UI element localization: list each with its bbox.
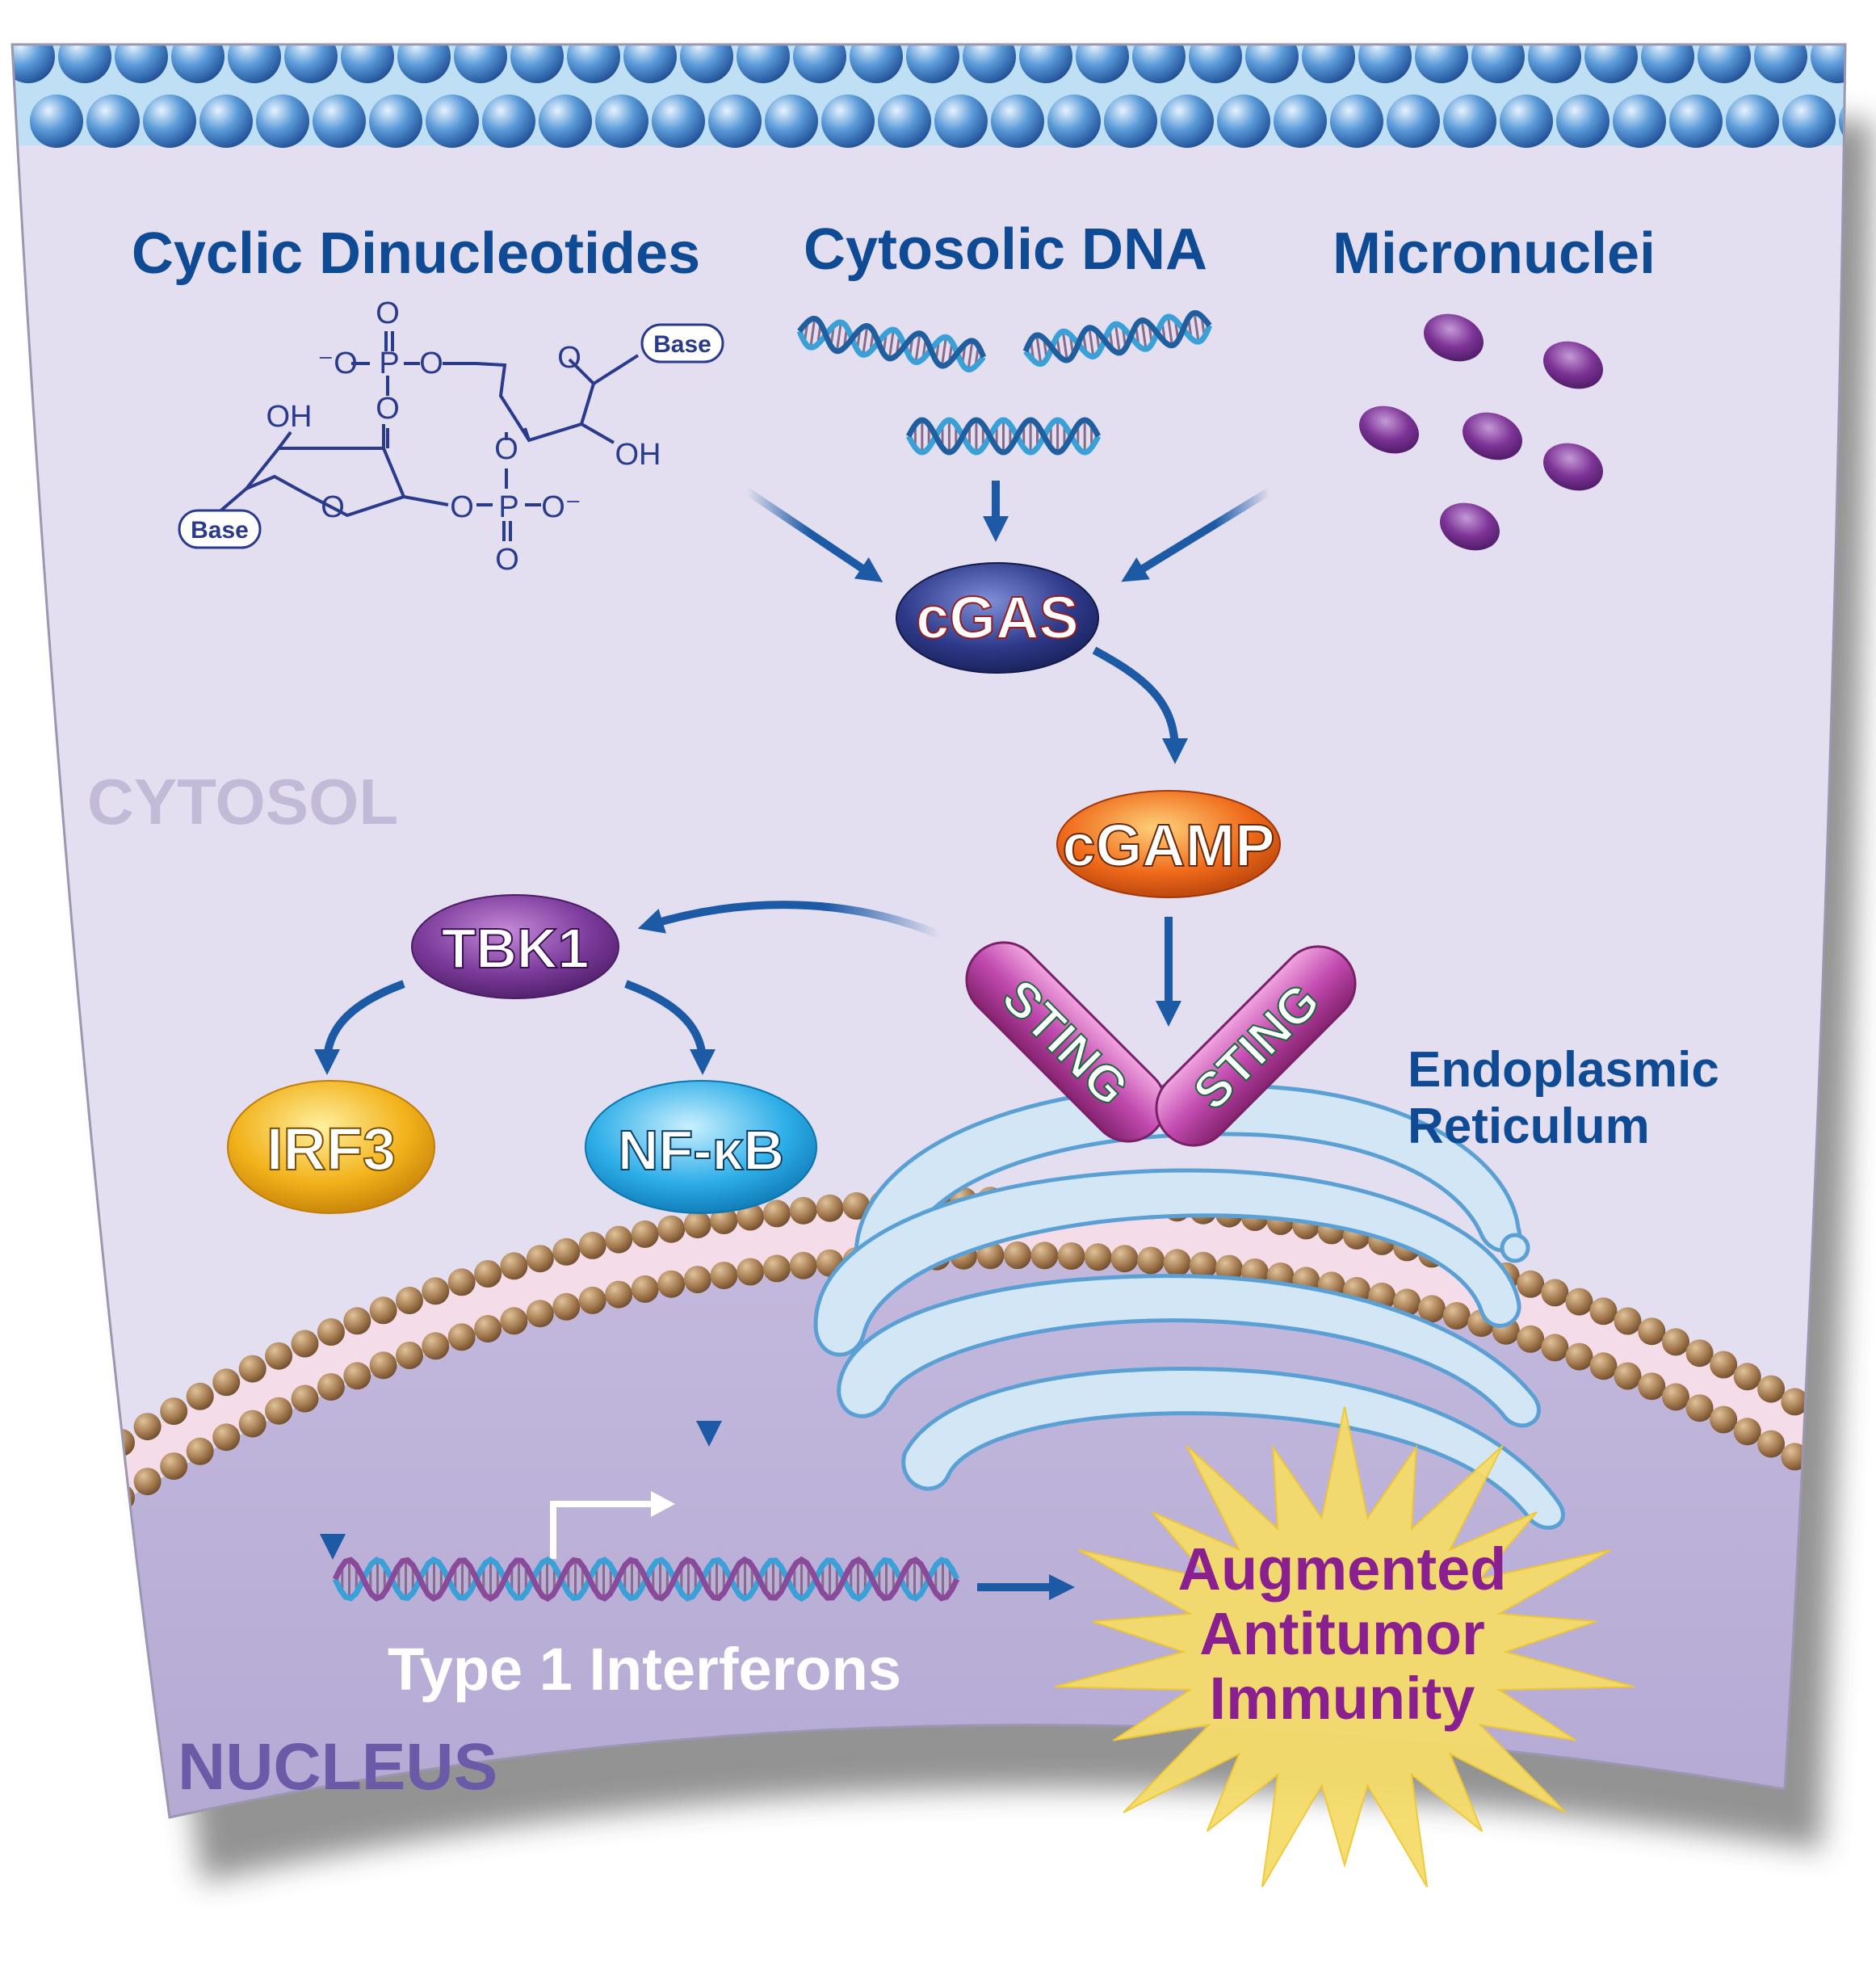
heading-cytosolic-dna: Cytosolic DNA	[804, 217, 1207, 282]
outcome-line3: Immunity	[1210, 1665, 1475, 1732]
nucleus-label: NUCLEUS	[178, 1730, 497, 1804]
interferon-gene-helix	[332, 1556, 960, 1603]
er-label-line2: Reticulum	[1408, 1099, 1650, 1154]
arrow-cgas-to-cgamp	[1092, 646, 1188, 764]
svg-text:O: O	[557, 341, 581, 375]
svg-text:TBK1: TBK1	[442, 917, 590, 980]
micronucleus	[1359, 405, 1419, 454]
svg-text:Base: Base	[191, 517, 249, 544]
heading-cyclic-dinucleotides: Cyclic Dinucleotides	[132, 221, 700, 286]
micronucleus	[1543, 443, 1603, 491]
irf3-node: IRF3	[227, 1080, 435, 1214]
svg-text:OH: OH	[615, 438, 661, 472]
micronucleus	[1440, 502, 1500, 551]
arrow-sting-to-tbk1	[637, 901, 942, 939]
svg-text:O: O	[495, 543, 519, 577]
micronucleus	[1424, 313, 1484, 362]
micronucleus	[1543, 341, 1603, 389]
outcome-line2: Antitumor	[1199, 1600, 1485, 1667]
svg-text:P: P	[379, 347, 399, 380]
arrow-tbk1-to-irf3	[314, 980, 405, 1075]
svg-text:O: O	[450, 490, 474, 524]
svg-text:OH: OH	[267, 400, 313, 434]
arrow-tbk1-to-nfkb	[624, 980, 716, 1075]
sting-right	[1155, 945, 1357, 1147]
tbk1-node: TBK1	[411, 894, 619, 999]
cgas-node: cGAS	[896, 562, 1099, 674]
sting-dimer: STING STING	[965, 941, 1357, 1147]
svg-text:O: O	[321, 490, 345, 524]
svg-text:O: O	[376, 296, 400, 330]
outcome-line1: Augmented	[1178, 1536, 1507, 1603]
micronuclei-group	[1359, 313, 1603, 551]
pathway-arrows	[314, 481, 1272, 1601]
base-tag-lower: Base	[178, 509, 262, 549]
chem-labels: O ⁻O P O O OH O O OH O O P O⁻ O	[267, 296, 661, 577]
svg-text:O⁻: O⁻	[541, 490, 581, 524]
starburst	[1055, 1406, 1635, 1888]
svg-text:P: P	[498, 490, 518, 524]
cell-panel-outline	[10, 43, 1847, 1819]
svg-text:O: O	[494, 432, 518, 466]
svg-text:⁻O: ⁻O	[317, 347, 358, 380]
micronucleus	[1463, 412, 1522, 460]
cytosol-label: CYTOSOL	[87, 766, 398, 838]
svg-text:IRF3: IRF3	[267, 1115, 396, 1183]
interferons-label: Type 1 Interferons	[388, 1636, 901, 1703]
plasma-membrane-beads	[12, 44, 1845, 148]
arrow-cdn-to-cgas	[745, 487, 883, 582]
heading-micronuclei: Micronuclei	[1333, 221, 1656, 286]
svg-text:Base: Base	[653, 331, 711, 358]
nfkb-node: NF-κB	[585, 1080, 817, 1214]
arrow-micronuclei-to-cgas	[1121, 487, 1272, 582]
base-tag-upper: Base	[640, 323, 724, 363]
endoplasmic-reticulum	[813, 1082, 1565, 1530]
svg-text:O: O	[376, 392, 400, 426]
er-label-line1: Endoplasmic	[1408, 1042, 1719, 1098]
cyclic-dinucleotide-structure	[216, 331, 640, 541]
transcription-start-arrow	[550, 1491, 675, 1559]
svg-text:cGAS: cGAS	[916, 584, 1079, 651]
svg-text:cGAMP: cGAMP	[1062, 812, 1274, 879]
cytosolic-dna-helices	[796, 309, 1213, 456]
svg-text:O: O	[419, 347, 443, 380]
svg-text:NF-κB: NF-κB	[618, 1119, 784, 1182]
cgamp-node: cGAMP	[1056, 790, 1281, 898]
